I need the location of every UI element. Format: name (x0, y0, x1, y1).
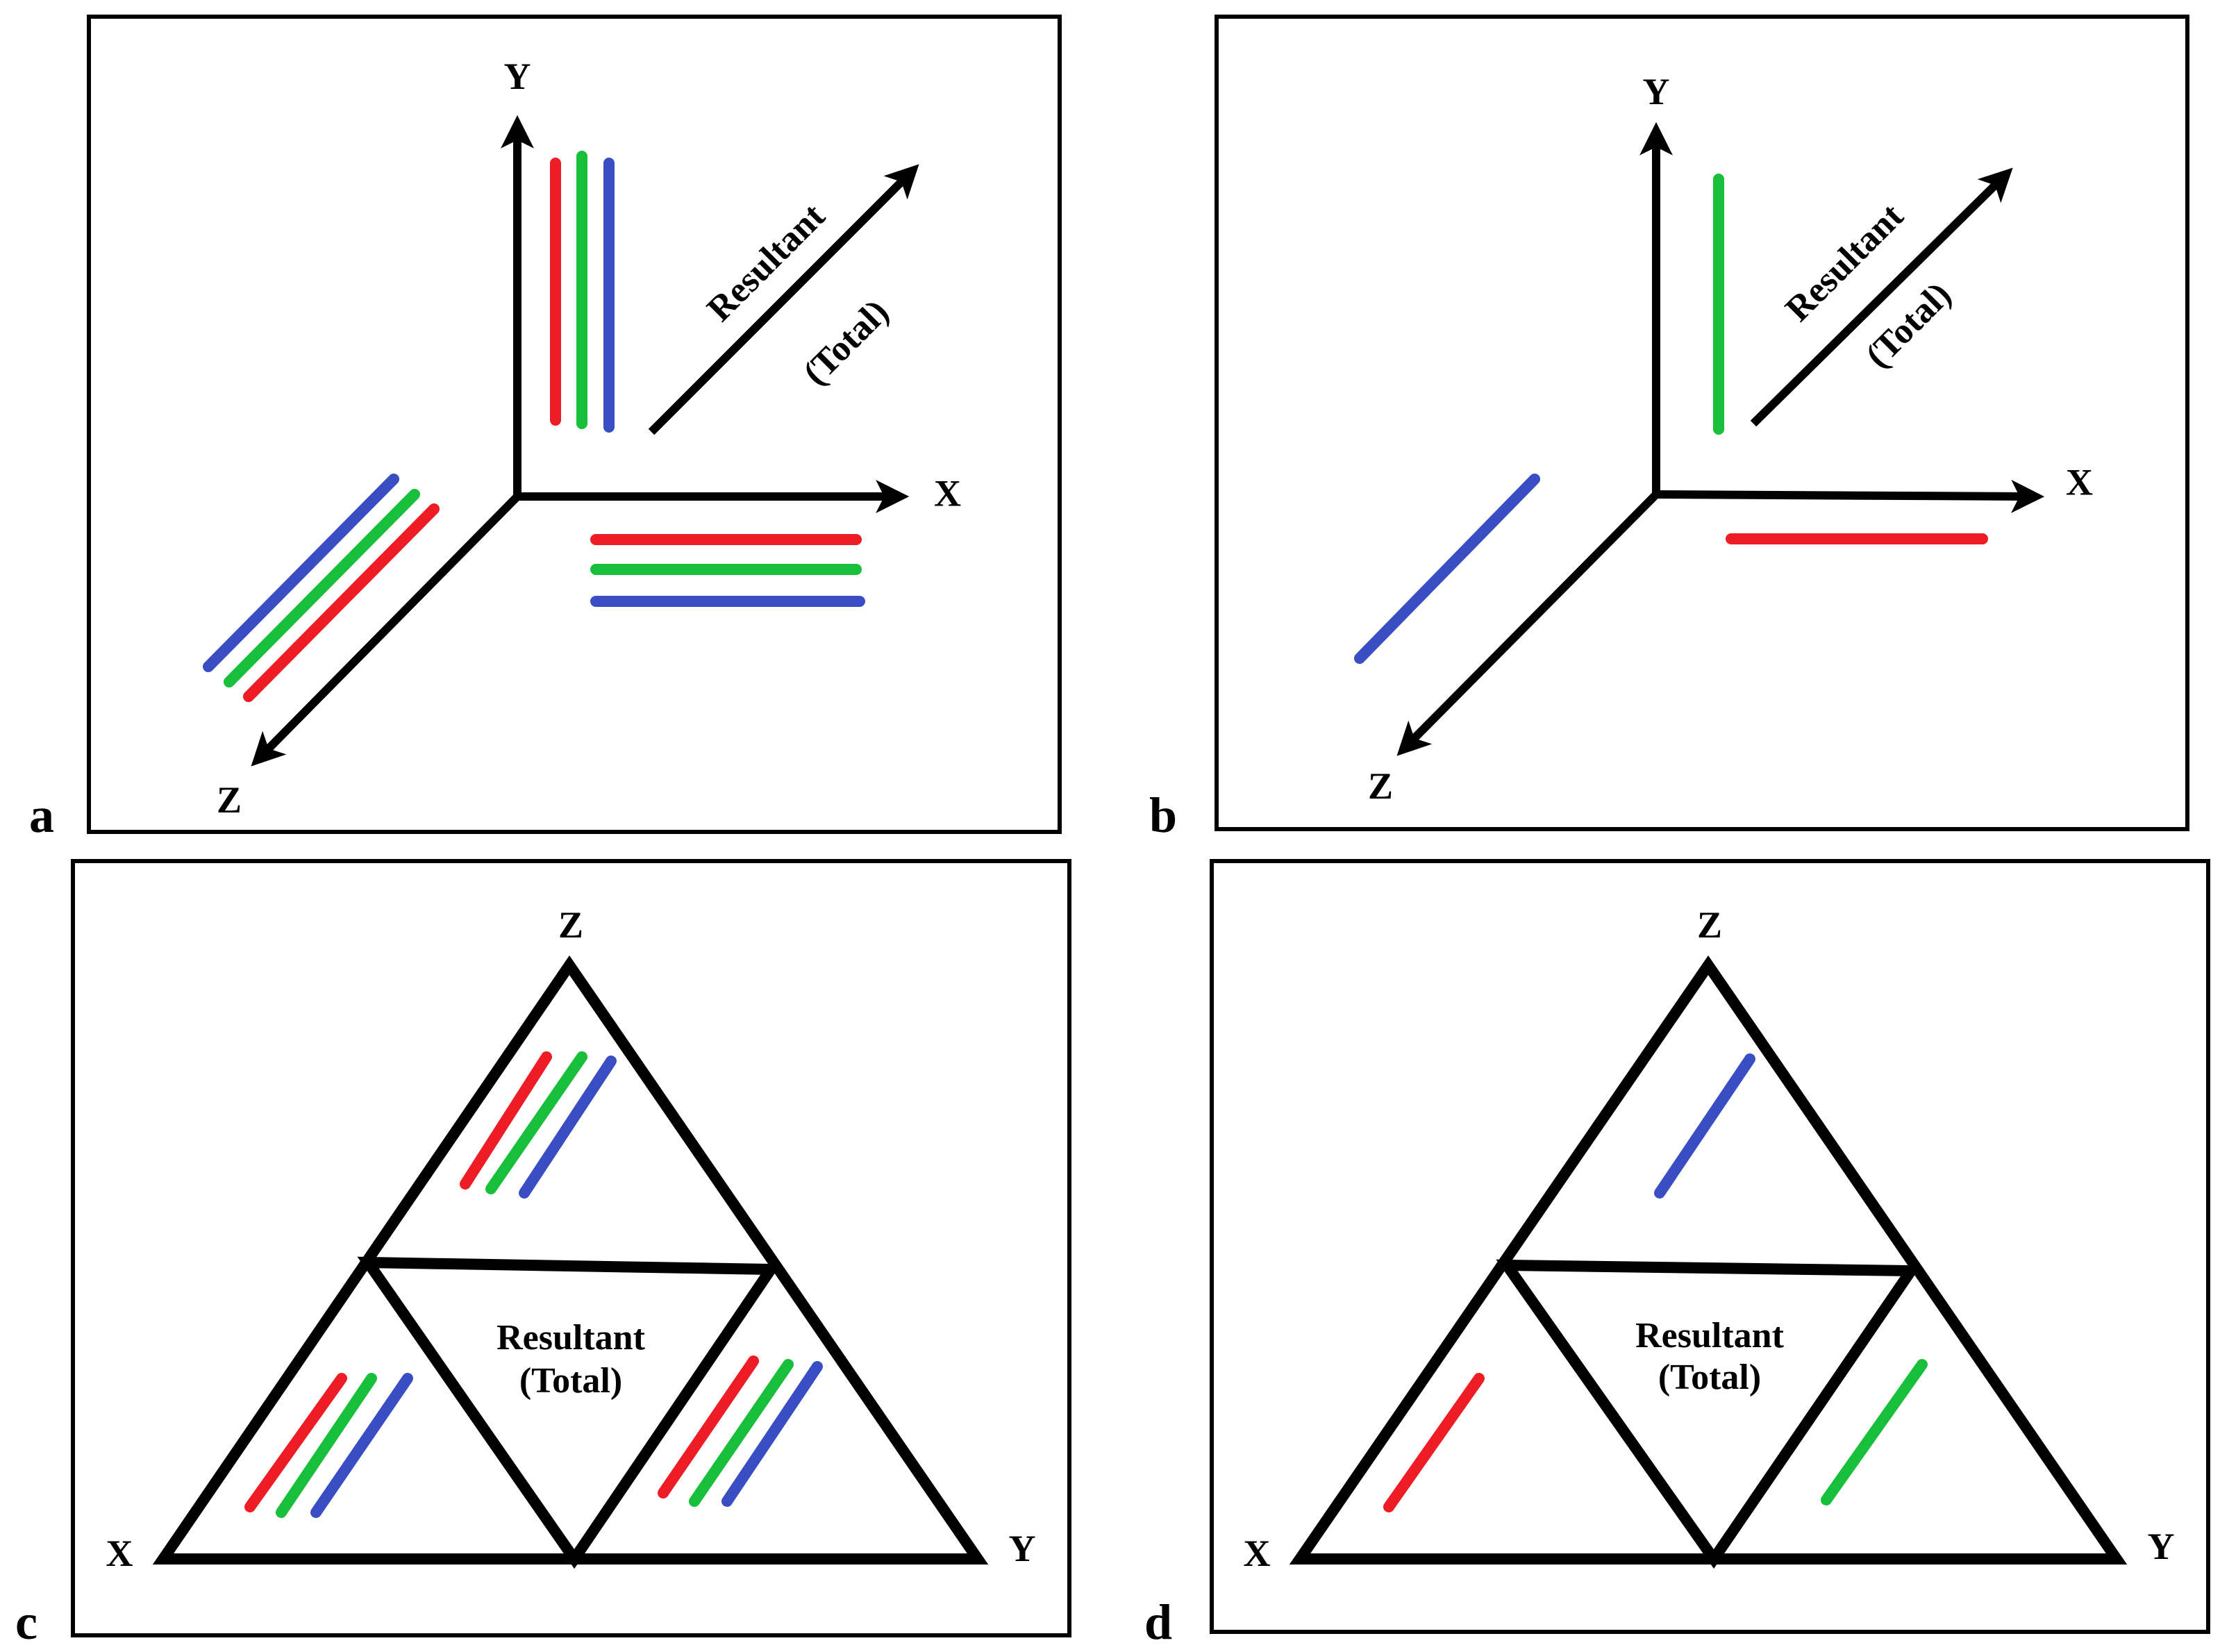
panel-d-y-label: Y (2148, 1526, 2175, 1567)
panel-a: Y X Z Resultant (Total) a (29, 15, 1062, 843)
panel-b-z-label: Z (1368, 765, 1393, 807)
panel-d: Z X Y Resultant (Total) d (1144, 859, 2210, 1650)
panel-c-y-label: Y (1009, 1528, 1036, 1569)
panel-d-z-blue-bar (1654, 1053, 1755, 1199)
panel-a-z-green-bar (224, 489, 420, 687)
panel-c-letter: c (15, 1594, 37, 1650)
panel-b-x-axis (1655, 479, 2045, 513)
panel-c-x-label: X (106, 1533, 133, 1574)
panel-b: Y X Z Resultant (Total) b (1149, 15, 2189, 843)
panel-c-total-label: (Total) (519, 1361, 622, 1401)
panel-a-z-blue-bar (203, 474, 399, 672)
panel-d-letter: d (1144, 1594, 1172, 1650)
panel-d-resultant-label: Resultant (1635, 1316, 1784, 1355)
panel-b-resultant-arrow (1750, 167, 2013, 427)
panel-b-frame (1215, 15, 2189, 831)
panel-c-x-blue-bar (310, 1373, 413, 1518)
panel-c-frame (71, 859, 1071, 1637)
panel-c-y-blue-bar (721, 1361, 823, 1507)
panel-d-resultant-triangle (1496, 1259, 1922, 1569)
panel-b-x-label: X (2066, 461, 2093, 503)
panel-a-x-label: X (934, 472, 961, 514)
panel-c-resultant-label: Resultant (496, 1318, 645, 1358)
panel-b-y-label: Y (1643, 71, 1670, 112)
panel-d-y-green-bar (1821, 1359, 1928, 1505)
panel-d-x-label: X (1244, 1533, 1271, 1574)
panel-c-x-green-bar (276, 1373, 377, 1518)
panel-a-z-label: Z (217, 779, 242, 821)
panel-d-z-label: Z (1697, 904, 1722, 946)
panel-c-z-blue-bar (519, 1056, 617, 1199)
panel-a-resultant-arrow (648, 164, 919, 435)
panel-c-y-red-bar (658, 1355, 759, 1499)
panel-c-resultant-triangle (357, 1256, 781, 1569)
panel-d-total-label: (Total) (1658, 1358, 1761, 1397)
panel-c-z-label: Z (558, 904, 583, 946)
panel-a-y-label: Y (504, 56, 531, 97)
panel-b-letter: b (1149, 787, 1177, 843)
panel-a-z-red-bar (243, 503, 440, 702)
panel-b-z-axis (1396, 491, 1660, 756)
panel-d-frame (1210, 859, 2210, 1634)
panel-a-frame (87, 15, 1062, 834)
panel-c-z-red-bar (460, 1051, 552, 1190)
panel-c-z-green-bar (485, 1051, 587, 1194)
panel-c: Z X Y Resultant (Total) c (15, 859, 1071, 1650)
panel-a-letter: a (29, 787, 54, 843)
panel-c-x-red-bar (244, 1373, 347, 1512)
panel-a-z-axis (251, 493, 521, 767)
panel-c-y-green-bar (689, 1359, 794, 1507)
panel-d-x-red-bar (1383, 1373, 1485, 1512)
panel-b-z-blue-bar (1354, 474, 1540, 664)
